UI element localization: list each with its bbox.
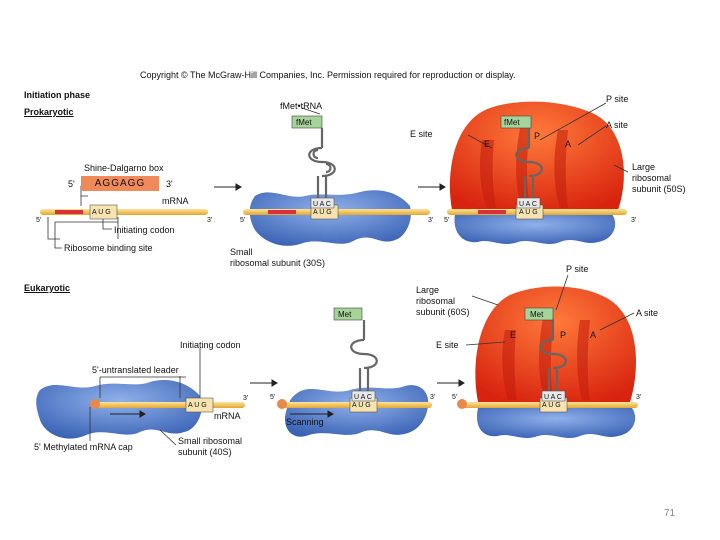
five-prime-6: 5' <box>452 394 458 401</box>
a-letter-1: A <box>565 139 572 149</box>
mrna-strand-5 <box>277 397 432 413</box>
anticodon-box-2 <box>310 197 335 209</box>
cap-label: 5' Methylated mRNA cap <box>34 442 133 452</box>
small-subunit-30s-assembled <box>454 214 616 244</box>
large-label-2a: Large <box>416 285 440 295</box>
fmet-tag-2: fMet <box>296 118 312 127</box>
sd-sequence-box: AGGAGG <box>81 176 159 191</box>
five-prime-3: 5' <box>444 217 450 224</box>
initiating-codon-label-1: Initiating codon <box>114 225 175 235</box>
small-subunit-40s-assembled <box>476 408 636 438</box>
met-tag-6: Met <box>530 310 544 319</box>
codon-2: A U G <box>313 209 332 216</box>
large-label-1b: ribosomal <box>632 173 672 183</box>
five-prime-2: 5' <box>240 217 246 224</box>
codon-3: A U G <box>519 209 538 216</box>
anticodon-6: U A C <box>544 394 562 401</box>
mrna-strand-4 <box>90 397 245 413</box>
sd-five-prime: 5' <box>68 179 75 189</box>
p-letter-2: P <box>560 330 567 340</box>
small-subunit-label-1: Small <box>230 247 253 257</box>
met-tag-5: Met <box>338 310 352 319</box>
scan-arrow-5 <box>290 410 334 418</box>
fmet-tag-3: fMet <box>504 118 520 127</box>
ribosome-binding-site-label: Ribosome binding site <box>64 243 153 253</box>
phase-title: Initiation phase <box>24 90 91 100</box>
mrna-label-4: mRNA <box>214 411 241 421</box>
fmet-trna-2 <box>308 128 336 200</box>
anticodon-5: U A C <box>354 394 372 401</box>
utr-label: 5'-untranslated leader <box>92 365 179 375</box>
three-prime-1: 3' <box>207 217 213 224</box>
a-site-label-2: A site <box>636 308 659 318</box>
five-prime-1: 5' <box>36 217 42 224</box>
mrna-strand-3 <box>447 204 627 220</box>
a-letter-2: A <box>590 330 597 340</box>
e-site-label-1: E site <box>410 129 433 139</box>
large-label-1c: subunit (50S) <box>632 184 686 194</box>
large-label-2c: subunit (60S) <box>416 307 470 317</box>
anticodon-2: U A C <box>313 201 331 208</box>
initiating-codon-label-2: Initiating codon <box>180 340 241 350</box>
codon-4: A U G <box>188 402 207 409</box>
large-subunit-60s <box>475 286 636 402</box>
sd-three-prime: 3' <box>166 179 173 189</box>
three-prime-6: 3' <box>636 394 642 401</box>
scanning-label: Scanning <box>286 417 324 427</box>
small-40s-label-1: Small ribosomal <box>178 436 243 446</box>
copyright-notice: Copyright © The McGraw-Hill Companies, I… <box>140 70 516 80</box>
slide-number: 71 <box>664 508 676 519</box>
mrna-label-1: mRNA <box>162 196 189 206</box>
large-subunit-50s <box>449 101 624 210</box>
bracket-lines-1 <box>47 185 119 249</box>
fmet-trna-label: fMet•tRNA <box>280 101 323 111</box>
e-letter-1: E <box>484 139 491 149</box>
three-prime-4: 3' <box>243 395 249 402</box>
e-letter-2: E <box>510 330 517 340</box>
three-prime-2: 3' <box>428 217 434 224</box>
mrna-strand-1 <box>40 204 208 220</box>
anticodon-box-3 <box>516 197 541 209</box>
large-label-2b: ribosomal <box>416 296 456 306</box>
met-trna-5 <box>350 320 378 393</box>
shine-dalgarno-label: Shine-Dalgarno box <box>84 163 164 173</box>
large-label-1a: Large <box>632 162 656 172</box>
bracket-lines-4 <box>89 348 201 446</box>
scan-arrow-4 <box>110 410 146 418</box>
p-letter-1: P <box>534 131 541 141</box>
three-prime-3: 3' <box>631 217 637 224</box>
anticodon-3: U A C <box>519 201 537 208</box>
small-40s-label-2: subunit (40S) <box>178 447 232 457</box>
fmet-trna-3 <box>515 128 543 200</box>
step-arrows <box>214 183 465 387</box>
site-pointers-50s <box>301 102 629 173</box>
p-site-label-2: P site <box>566 264 589 274</box>
mrna-strand-2 <box>243 204 430 220</box>
five-prime-5: 5' <box>270 394 276 401</box>
anticodon-box-6 <box>541 390 566 402</box>
codon-6: A U G <box>542 402 561 409</box>
anticodon-box-5 <box>351 390 376 402</box>
large-subunit-grooves-60s <box>502 318 590 400</box>
codon-5: A U G <box>352 402 371 409</box>
codon-1: A U G <box>92 209 111 216</box>
three-prime-5: 3' <box>430 394 436 401</box>
prokaryotic-heading: Prokaryotic <box>24 107 74 117</box>
tags <box>291 115 554 321</box>
small-subunit-label-2: ribosomal subunit (30S) <box>230 258 326 268</box>
a-site-label-1: A site <box>606 120 629 130</box>
site-pointers-60s <box>465 274 635 346</box>
p-site-label-1: P site <box>606 94 629 104</box>
e-site-label-2: E site <box>436 340 459 350</box>
eukaryotic-heading: Eukaryotic <box>24 283 71 293</box>
met-trna-6 <box>539 320 567 393</box>
mrna-strand-6 <box>457 397 638 413</box>
small-subunit-40s <box>36 379 202 439</box>
